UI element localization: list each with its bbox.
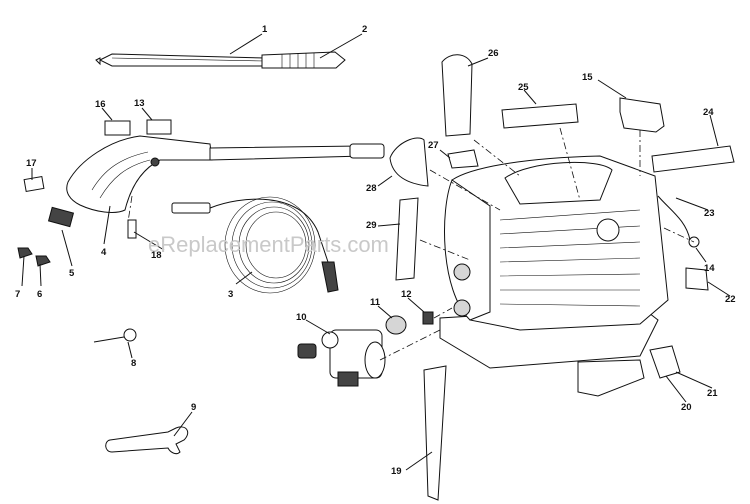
callout-5: 5 (69, 268, 75, 279)
part-6-fastener (35, 255, 51, 267)
part-15-bracket (619, 97, 665, 133)
part-16-label (104, 120, 131, 136)
part-23-hose (657, 195, 691, 241)
callout-11: 11 (370, 297, 381, 308)
callout-2: 2 (362, 24, 367, 35)
callout-27: 27 (428, 140, 439, 151)
callout-7: 7 (15, 289, 20, 300)
callout-19: 19 (391, 466, 402, 477)
part-9-wrench (105, 426, 189, 455)
part-24-label (651, 145, 735, 173)
part-1-spray-wand (95, 53, 269, 67)
part-3-hose (171, 196, 339, 294)
callout-16: 16 (95, 99, 106, 110)
main-housing (439, 155, 669, 369)
callout-4: 4 (101, 247, 107, 258)
part-25-label (501, 103, 579, 129)
part-22-label (685, 267, 709, 291)
callout-22: 22 (725, 294, 736, 305)
callout-8: 8 (131, 358, 136, 369)
callout-17: 17 (26, 158, 37, 169)
part-26-hook (441, 54, 473, 137)
callout-20: 20 (681, 402, 692, 413)
callout-21: 21 (707, 388, 718, 399)
part-7-fastener (17, 247, 33, 259)
callout-9: 9 (191, 402, 196, 413)
callout-1: 1 (262, 24, 268, 35)
callout-29: 29 (366, 220, 377, 231)
part-19-strap (423, 365, 447, 501)
part-11-knob (385, 315, 407, 335)
callout-6: 6 (37, 289, 42, 300)
callout-3: 3 (228, 289, 233, 300)
part-21-cord (649, 345, 681, 379)
part-8-pin (93, 328, 137, 343)
part-5-trigger-lock (47, 206, 75, 228)
assembly-lines (127, 127, 695, 361)
callout-14: 14 (704, 263, 715, 274)
part-2-nozzle (261, 51, 346, 69)
part-12-connector (422, 311, 434, 325)
callout-18: 18 (151, 250, 162, 261)
leader-lines (21, 33, 731, 471)
part-17-label (23, 175, 45, 193)
callout-28: 28 (366, 183, 377, 194)
watermark: eReplacementParts.com (148, 232, 389, 257)
callout-10: 10 (296, 312, 307, 323)
callout-numbers: 1 2 3 4 5 6 7 8 9 10 11 12 13 14 15 16 1… (15, 24, 736, 477)
part-28-panel (389, 137, 429, 187)
part-4-spray-gun (66, 135, 385, 213)
part-29-trim (395, 197, 419, 281)
callout-26: 26 (488, 48, 499, 59)
callout-15: 15 (582, 72, 593, 83)
part-18-clip (127, 219, 137, 239)
callout-13: 13 (134, 98, 145, 109)
callout-24: 24 (703, 107, 714, 118)
callout-25: 25 (518, 82, 529, 93)
part-20-gfci-plug (577, 359, 645, 397)
callout-12: 12 (401, 289, 412, 300)
part-27-label (447, 149, 479, 169)
part-10-pump-valve (297, 329, 386, 387)
callout-23: 23 (704, 208, 715, 219)
part-13-label (146, 119, 172, 135)
